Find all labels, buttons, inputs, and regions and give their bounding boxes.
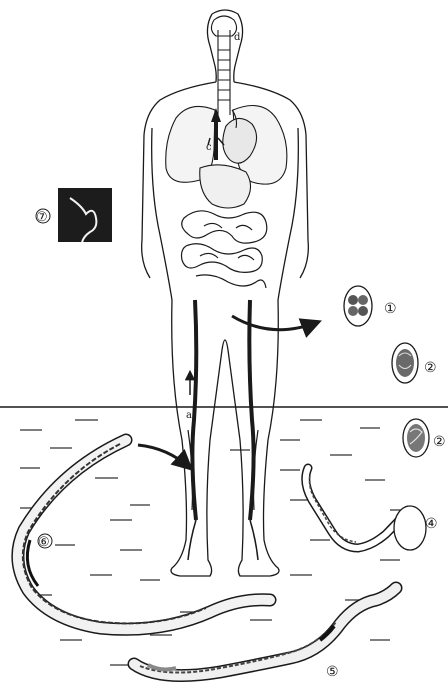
larva-6 [18, 440, 270, 629]
inset-skin-penetration [58, 188, 112, 242]
label-1: ① [384, 301, 397, 317]
label-7: ⑦ [36, 210, 48, 225]
stomach [200, 165, 251, 208]
label-2: ② [424, 360, 437, 376]
egg-3 [403, 419, 429, 457]
intestines [182, 211, 267, 288]
arrow-intestine-to-eggs [232, 316, 318, 330]
label-leg: a [186, 410, 192, 421]
human-body-outline [142, 10, 309, 576]
egg-2 [392, 343, 418, 383]
label-3: ② [433, 434, 446, 450]
label-heart: c [206, 142, 212, 153]
label-6: ⑥ [38, 535, 50, 550]
label-4: ④ [425, 516, 438, 532]
label-throat: d [234, 32, 241, 43]
egg-1 [344, 286, 372, 326]
label-5: ⑤ [326, 664, 339, 680]
leg-veins [188, 300, 258, 560]
